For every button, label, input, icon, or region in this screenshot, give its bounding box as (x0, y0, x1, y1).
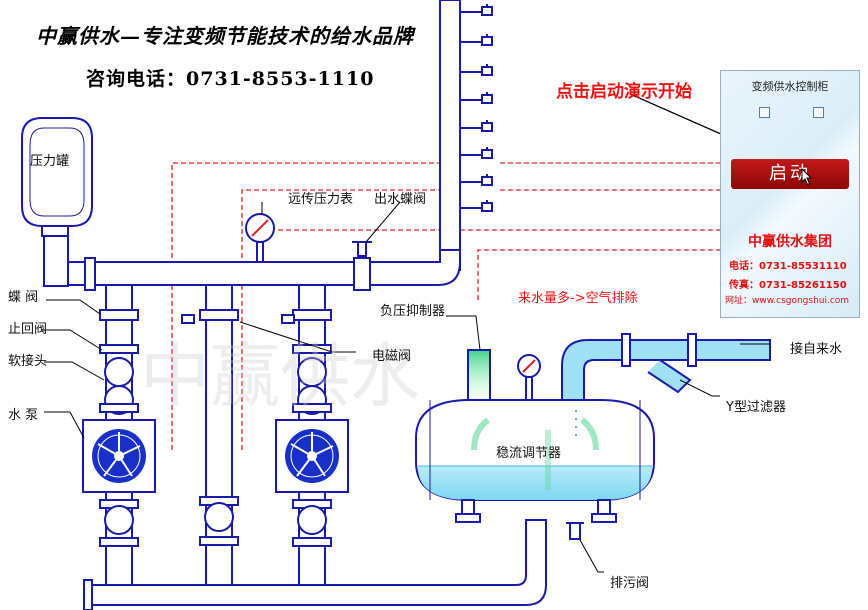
company-phone: 电话：0731-85531110 (729, 261, 847, 272)
label-negative-pressure-suppressor: 负压抑制器 (380, 304, 446, 319)
company-fax: 传真：0731-85261150 (729, 280, 847, 291)
label-pump: 水 泵 (8, 408, 39, 423)
leader-lines (42, 93, 781, 573)
signal-lines (171, 162, 720, 450)
watermark-logo: 中赢供水 (140, 335, 420, 417)
brand-slogan: 中赢供水—专注变频节能技术的给水品牌 (36, 24, 414, 48)
negative-pressure-suppressor (467, 349, 541, 401)
mouse-cursor-icon (801, 168, 813, 186)
suction-pipe (83, 519, 547, 610)
pump-impeller-1 (92, 429, 146, 483)
pressure-tank (21, 117, 93, 287)
riser-pipe (402, 0, 493, 281)
start-button[interactable]: 启动 (731, 159, 849, 189)
control-panel: 变频供水控制柜 启动 中赢供水集团 电话：0731-85531110 传真：07… (720, 70, 860, 318)
label-outlet-butterfly-valve: 出水蝶阀 (374, 192, 427, 207)
label-remote-gauge: 远传压力表 (288, 192, 354, 207)
pump-impeller-2 (285, 429, 339, 483)
hotline-phone: 咨询电话：0731-8553-1110 (86, 68, 375, 90)
inflow-note: 来水量多->空气排除 (518, 291, 638, 306)
solenoid-valves (181, 314, 295, 324)
indicator-light-left (759, 107, 770, 118)
label-stabilizer: 稳流调节器 (496, 446, 562, 461)
label-pressure-tank: 压力罐 (30, 154, 70, 169)
label-check-valve: 止回阀 (8, 322, 48, 337)
company-website: 网址：www.csgongshui.com (725, 296, 850, 306)
label-solenoid-valve: 电磁阀 (372, 349, 412, 364)
control-panel-title: 变频供水控制柜 (751, 80, 829, 93)
remote-pressure-gauge (245, 213, 275, 263)
start-demo-prompt: 点击启动演示开始 (556, 82, 692, 102)
inlet-pipe (561, 333, 771, 440)
drain-valve (566, 522, 584, 540)
label-drain-valve: 排污阀 (610, 576, 650, 591)
label-butterfly-valve: 蝶 阀 (8, 290, 39, 305)
main-header-pipe (61, 249, 461, 291)
label-tap-water-inlet: 接自来水 (790, 342, 843, 357)
indicator-light-right (813, 107, 824, 118)
stabilizer-tank (415, 399, 655, 523)
label-y-filter: Y型过滤器 (726, 400, 786, 415)
outlet-butterfly-valve (352, 241, 372, 257)
pump-column-2 (199, 284, 239, 586)
label-soft-joint: 软接头 (8, 354, 48, 369)
company-name: 中赢供水集团 (748, 234, 832, 250)
